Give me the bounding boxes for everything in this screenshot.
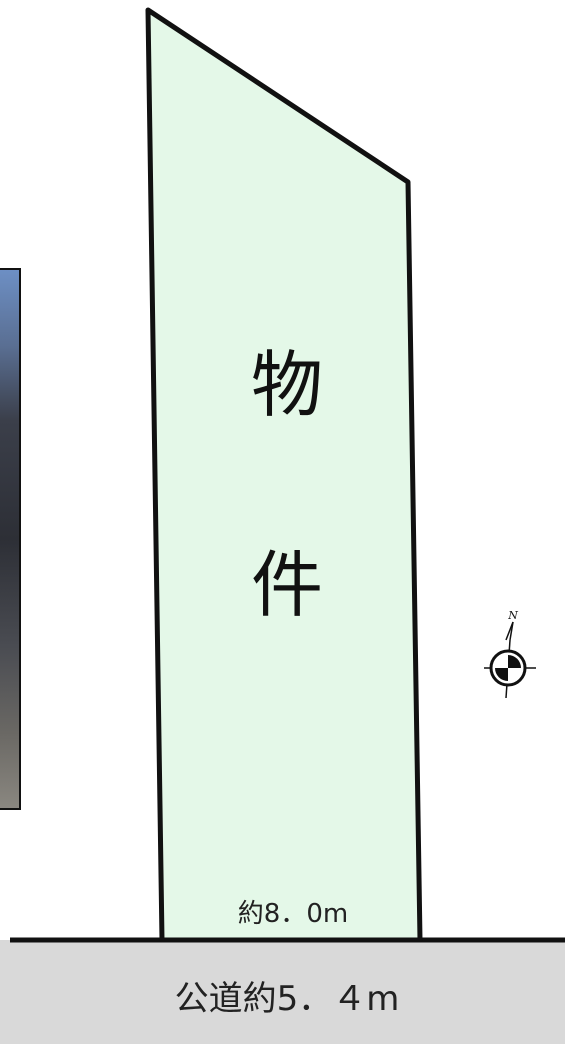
road-band bbox=[0, 940, 565, 1044]
frontage-width-label: 約8．0m bbox=[238, 899, 348, 929]
property-lot bbox=[145, 7, 423, 943]
property-label-bottom: 件 bbox=[251, 543, 323, 627]
site-photo bbox=[0, 268, 21, 810]
compass-north-label: N bbox=[507, 609, 518, 622]
compass-icon: N bbox=[484, 609, 536, 699]
road-width-label: 公道約5．４m bbox=[175, 979, 400, 1019]
property-label-top: 物 bbox=[251, 343, 323, 427]
